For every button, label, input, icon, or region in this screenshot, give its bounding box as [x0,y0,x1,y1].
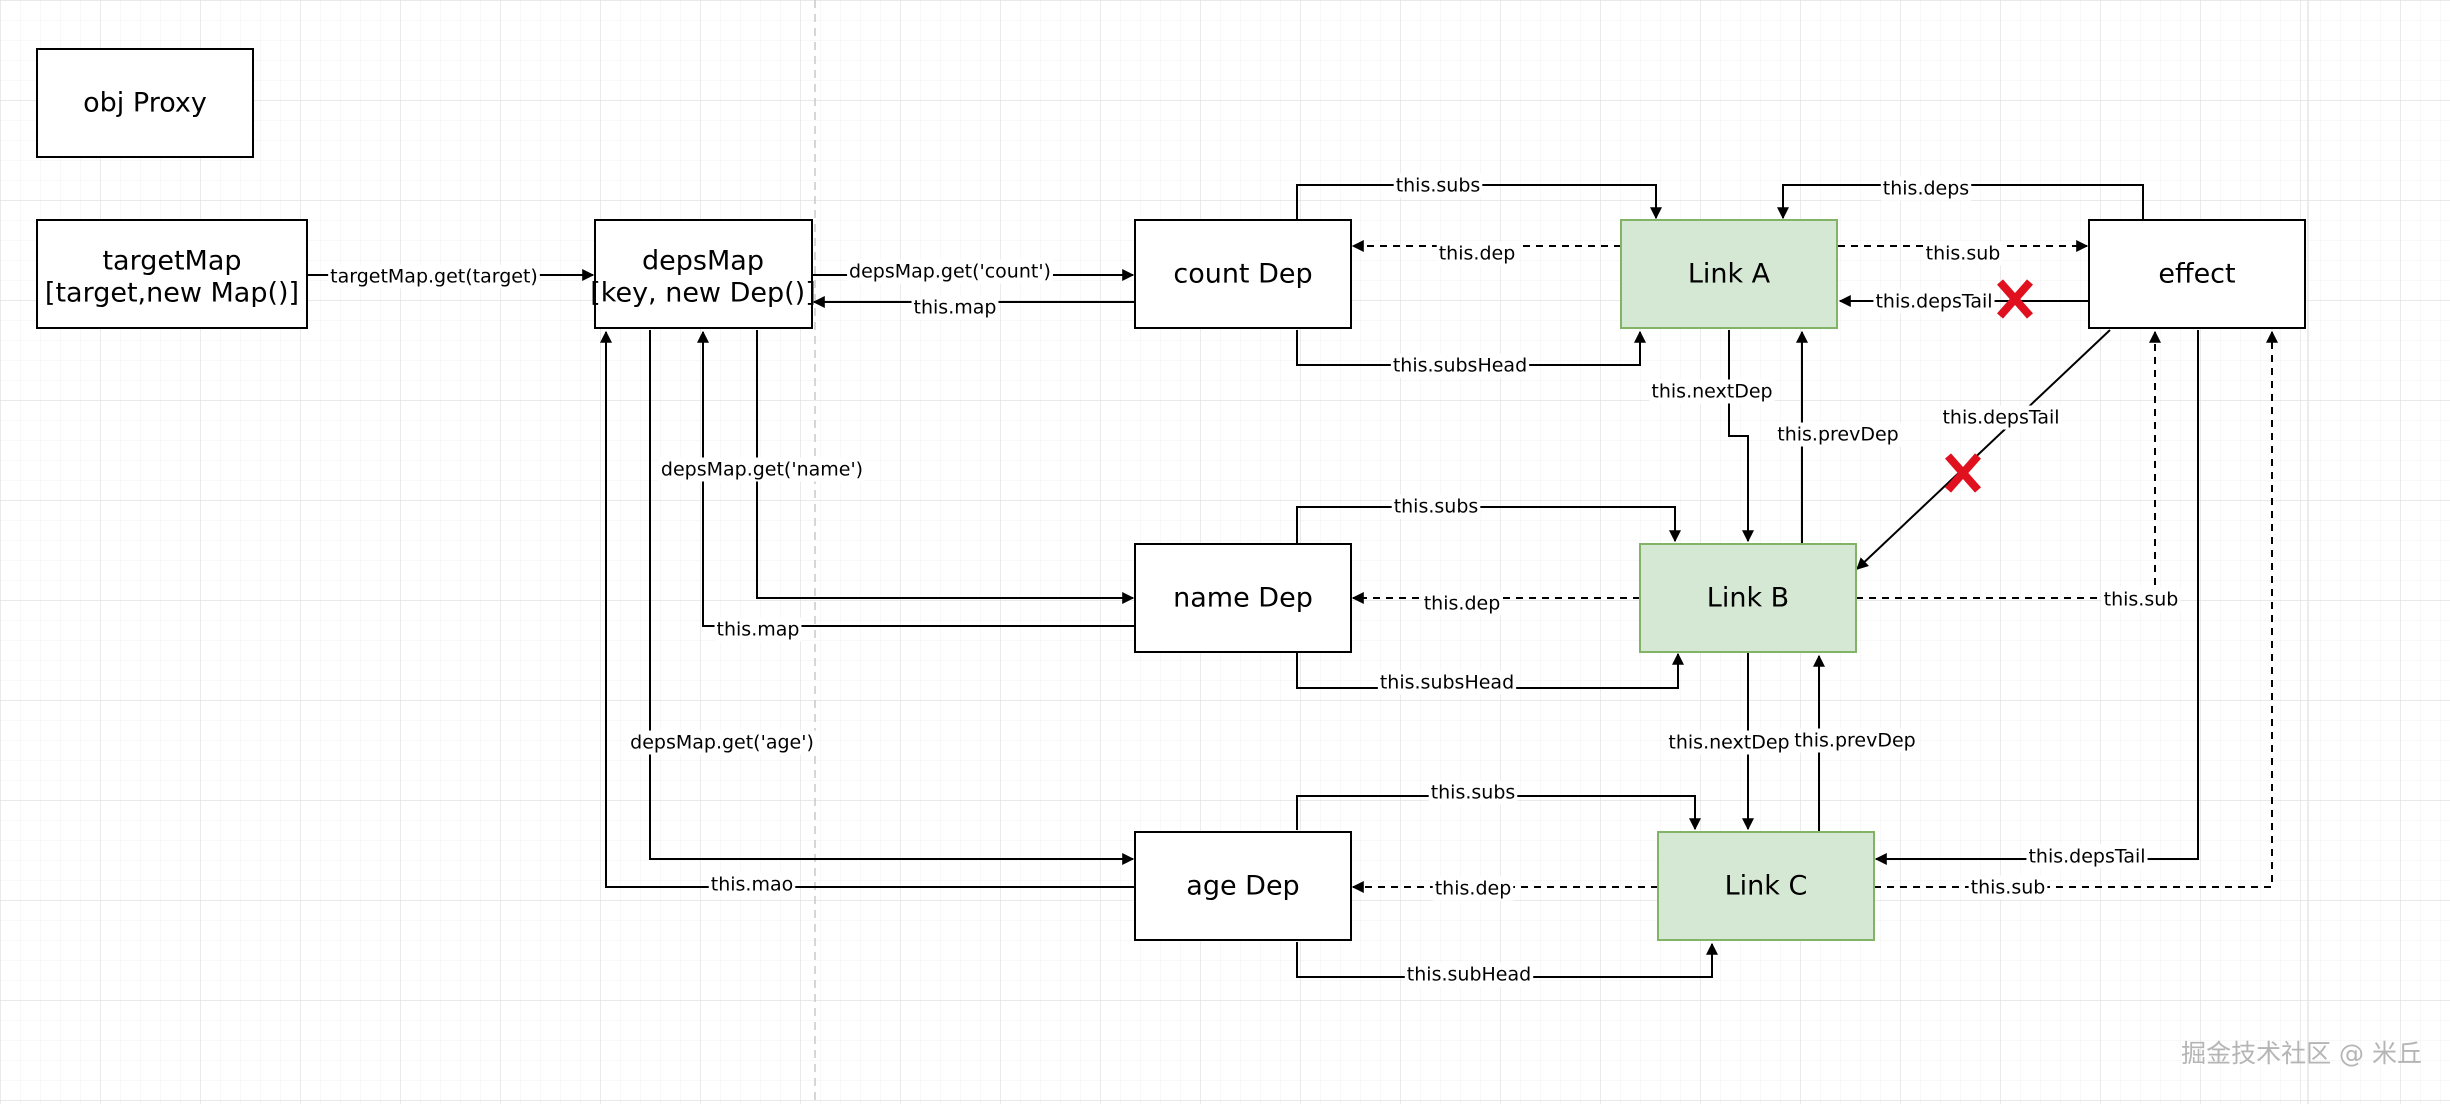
edge-effect-deps-tail-b [1856,329,2111,570]
edge-effect-deps-tail-c [1874,330,2199,865]
svg-text:count Dep: count Dep [1173,259,1312,290]
label-b-dep: this.dep [1424,593,1501,615]
label-effect-deps-tail-c: this.depsTail [2028,846,2145,868]
label-effect-deps: this.deps [1883,178,1969,200]
label-c-sub: this.sub [1971,877,2046,899]
label-b-next-dep: this.nextDep [1668,732,1789,754]
edge-label-background [1421,591,1503,616]
svg-text:targetMap: targetMap [102,246,241,277]
label-get-name: depsMap.get('name') [661,459,863,481]
label-name-subs: this.subs [1394,496,1479,518]
edge-label-background [328,264,540,289]
edge-label-background [708,872,796,897]
label-effect-deps-tail-b: this.depsTail [1942,407,2059,429]
svg-text:age Dep: age Dep [1186,871,1299,902]
node-effect[interactable]: effect [2088,219,2306,329]
edge-label-background [1666,730,1792,755]
node-age-dep[interactable]: age Dep [1134,831,1352,941]
edge-label-background [1428,780,1518,805]
label-count-subs: this.subs [1396,175,1481,197]
svg-text:Link B: Link B [1707,583,1789,614]
edge-get-age [649,330,1135,865]
label-count-subs-head: this.subsHead [1393,355,1527,377]
edge-label-background [1873,289,1995,314]
edge-label-background [1393,173,1483,198]
label-effect-deps-tail-a: this.depsTail [1875,291,1992,313]
label-c-dep: this.dep [1435,878,1512,900]
svg-text:obj Proxy: obj Proxy [83,88,207,119]
label-b-prev-dep: this.prevDep [1777,424,1898,446]
edge-label-background [1940,405,2062,430]
edge-label-background [847,259,1053,284]
svg-text:depsMap: depsMap [642,246,764,277]
edge-label-background [1391,494,1481,519]
label-a-next-dep: this.nextDep [1651,381,1772,403]
label-get-count: depsMap.get('count') [849,261,1051,283]
edge-label-background [2026,844,2148,869]
svg-text:Link A: Link A [1688,259,1771,290]
removed-link-cross-icon [1997,279,2033,319]
edge-label-background [1377,670,1517,695]
edge-label-background [1792,728,1918,753]
label-count-map: this.map [914,297,997,319]
edge-label-background [1432,876,1514,901]
edge-label-background [2101,587,2181,612]
edge-label-background [1404,962,1534,987]
edge-label-background [1649,379,1775,404]
edge-label-background [658,457,866,482]
svg-text:effect: effect [2158,259,2235,290]
label-age-subs: this.subs [1431,782,1516,804]
node-link-b[interactable]: Link B [1639,543,1857,653]
label-b-sub: this.sub [2104,589,2179,611]
edge-label-background [628,730,816,755]
label-get-age: depsMap.get('age') [630,732,814,754]
label-name-map: this.map [717,619,800,641]
svg-text:[key, new Dep()]: [key, new Dep()] [590,278,816,309]
node-link-c[interactable]: Link C [1657,831,1875,941]
watermark: 掘金技术社区 @ 米丘 [2181,1039,2422,1068]
label-age-sub-head: this.subHead [1407,964,1531,986]
edge-age-mao [600,330,1135,888]
edge-label-background [1390,353,1530,378]
label-name-subs-head: this.subsHead [1380,672,1514,694]
label-age-mao: this.mao [711,874,794,896]
svg-text:name Dep: name Dep [1173,583,1313,614]
edge-label-background [1436,241,1518,266]
label-c-prev-dep: this.prevDep [1794,730,1915,752]
removed-link-cross-icon [1945,453,1981,493]
edge-label-background [714,617,802,642]
edge-label-background [1923,241,2003,266]
edge-name-subs [1296,506,1681,544]
label-a-dep: this.dep [1439,243,1516,265]
node-count-dep[interactable]: count Dep [1134,219,1352,329]
node-obj-proxy[interactable]: obj Proxy [36,48,254,158]
edge-get-name [756,330,1135,604]
edge-label-background [911,295,999,320]
node-name-dep[interactable]: name Dep [1134,543,1352,653]
node-target-map[interactable]: targetMap [target,new Map()] [36,219,308,329]
edge-label-background [1880,176,1972,201]
label-targetmap-get: targetMap.get(target) [330,266,538,288]
label-a-sub: this.sub [1926,243,2001,265]
node-link-a[interactable]: Link A [1620,219,1838,329]
edge-label-background [1968,875,2048,900]
node-deps-map[interactable]: depsMap [key, new Dep()] [590,219,816,329]
edge-label-background [1775,422,1901,447]
svg-text:[target,new Map()]: [target,new Map()] [45,278,299,309]
edge-name-map [697,330,1135,627]
svg-text:Link C: Link C [1725,871,1808,902]
